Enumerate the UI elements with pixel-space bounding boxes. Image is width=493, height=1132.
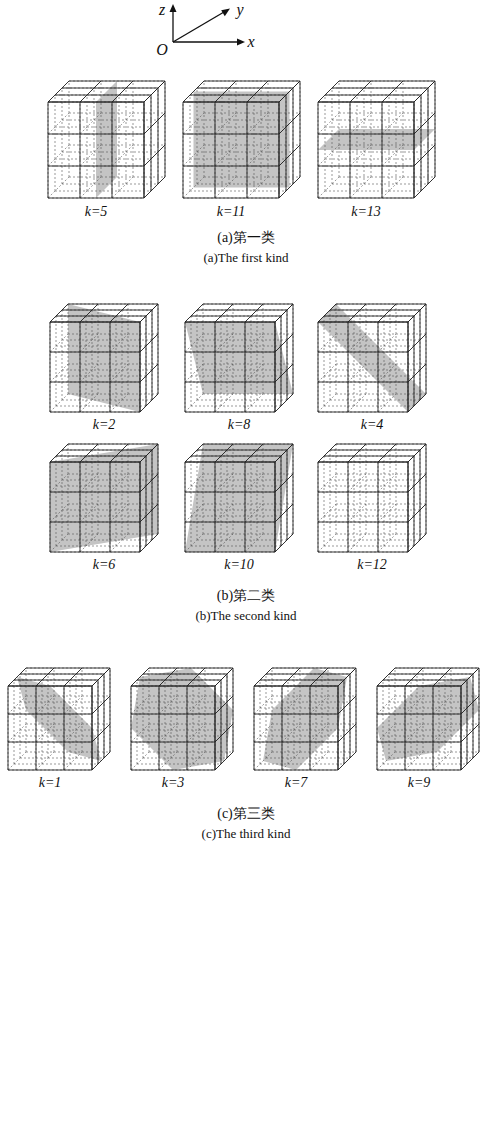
hidden-grid: [318, 304, 426, 412]
visible-grid: [50, 304, 158, 412]
shaded-plane: [96, 81, 117, 198]
figure-caption: (a)The first kind: [203, 250, 288, 266]
hidden-grid: [183, 81, 300, 198]
figure-caption: (a)第一类: [217, 230, 275, 247]
voxel-cube: [183, 81, 300, 198]
visible-grid: [50, 444, 158, 552]
hidden-grid: [318, 81, 435, 198]
visible-grid: [318, 304, 426, 412]
voxel-cube: [377, 668, 479, 770]
case-label: k=10: [224, 557, 254, 574]
hidden-grid: [50, 444, 158, 552]
case-label: k=6: [93, 557, 116, 574]
shaded-plane: [185, 444, 293, 552]
hidden-grid: [8, 668, 110, 770]
shaded-plane: [263, 668, 347, 770]
shaded-plane: [318, 129, 435, 150]
case-label: k=2: [93, 417, 116, 434]
voxel-cube: [318, 444, 426, 552]
voxel-cube: [185, 304, 293, 412]
hidden-grid: [50, 304, 158, 412]
hidden-grid: [131, 668, 233, 770]
case-label: k=9: [408, 775, 431, 792]
voxel-cube: [50, 304, 158, 412]
voxel-cube: [254, 668, 356, 770]
case-label: k=3: [162, 775, 185, 792]
visible-grid: [377, 668, 479, 770]
voxel-cube: [48, 81, 165, 198]
case-label: k=11: [217, 204, 246, 221]
case-label: k=4: [361, 417, 384, 434]
figure-caption: (c)The third kind: [202, 826, 291, 842]
visible-grid: [254, 668, 356, 770]
case-label: k=1: [39, 775, 62, 792]
figure-caption: (b)第二类: [217, 588, 275, 605]
visible-grid: [185, 304, 293, 412]
voxel-cube: [318, 304, 426, 412]
shaded-plane: [318, 304, 426, 412]
visible-grid: [185, 444, 293, 552]
shaded-plane: [377, 677, 479, 761]
hidden-grid: [185, 304, 293, 412]
hidden-grid: [318, 444, 426, 552]
shaded-plane: [17, 677, 101, 761]
shaded-plane: [131, 668, 233, 770]
axis-symbol: [170, 4, 246, 46]
axis-label: O: [156, 40, 168, 59]
voxel-cube: [8, 668, 110, 770]
voxel-cube: [50, 444, 158, 552]
axis-label: x: [247, 32, 254, 51]
shaded-plane: [50, 444, 158, 552]
case-label: k=5: [85, 204, 108, 221]
hidden-grid: [48, 81, 165, 198]
case-label: k=12: [357, 557, 387, 574]
visible-grid: [318, 81, 435, 198]
axis-label: z: [159, 0, 165, 19]
case-label: k=7: [285, 775, 308, 792]
hidden-grid: [377, 668, 479, 770]
hidden-grid: [185, 444, 293, 552]
visible-grid: [131, 668, 233, 770]
voxel-cube: [185, 444, 293, 552]
shaded-plane: [194, 92, 290, 188]
case-label: k=8: [228, 417, 251, 434]
figure-caption: (b)The second kind: [195, 608, 296, 624]
axis-label: y: [236, 0, 243, 19]
hidden-grid: [254, 668, 356, 770]
shaded-plane: [68, 304, 140, 412]
visible-grid: [318, 444, 426, 552]
voxel-cube: [131, 668, 233, 770]
visible-grid: [8, 668, 110, 770]
shaded-plane: [318, 444, 426, 552]
figure-caption: (c)第三类: [217, 806, 275, 823]
visible-grid: [183, 81, 300, 198]
shaded-plane: [185, 322, 293, 394]
voxel-cube: [318, 81, 435, 198]
visible-grid: [48, 81, 165, 198]
case-label: k=13: [351, 204, 381, 221]
